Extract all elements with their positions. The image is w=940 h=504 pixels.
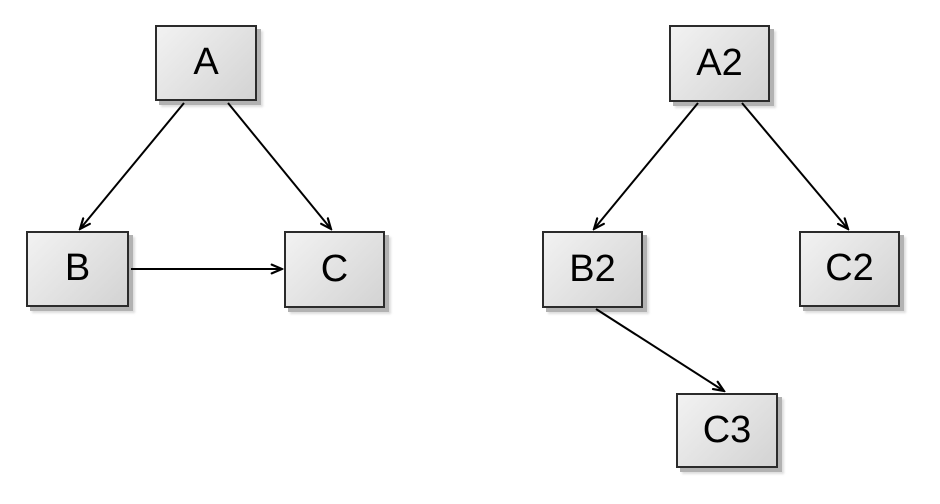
node-B2: B2 bbox=[542, 231, 643, 308]
node-A2: A2 bbox=[669, 25, 770, 102]
edge-A2-C2 bbox=[741, 102, 848, 229]
node-C3: C3 bbox=[676, 393, 778, 468]
edge-A-C bbox=[227, 102, 331, 229]
edge-A2-B2 bbox=[594, 102, 699, 229]
node-label: B2 bbox=[569, 247, 616, 290]
edge-B2-C3 bbox=[595, 308, 724, 391]
node-A: A bbox=[155, 25, 257, 101]
node-label: C3 bbox=[702, 408, 752, 451]
node-label: C2 bbox=[825, 247, 874, 289]
node-C: C bbox=[284, 231, 385, 308]
node-label: B bbox=[64, 247, 91, 289]
edge-A-B bbox=[80, 102, 185, 229]
node-label: C bbox=[320, 247, 349, 290]
node-C2: C2 bbox=[799, 231, 900, 307]
node-label: A bbox=[193, 41, 219, 83]
node-label: A2 bbox=[696, 41, 743, 84]
node-B: B bbox=[26, 231, 129, 307]
